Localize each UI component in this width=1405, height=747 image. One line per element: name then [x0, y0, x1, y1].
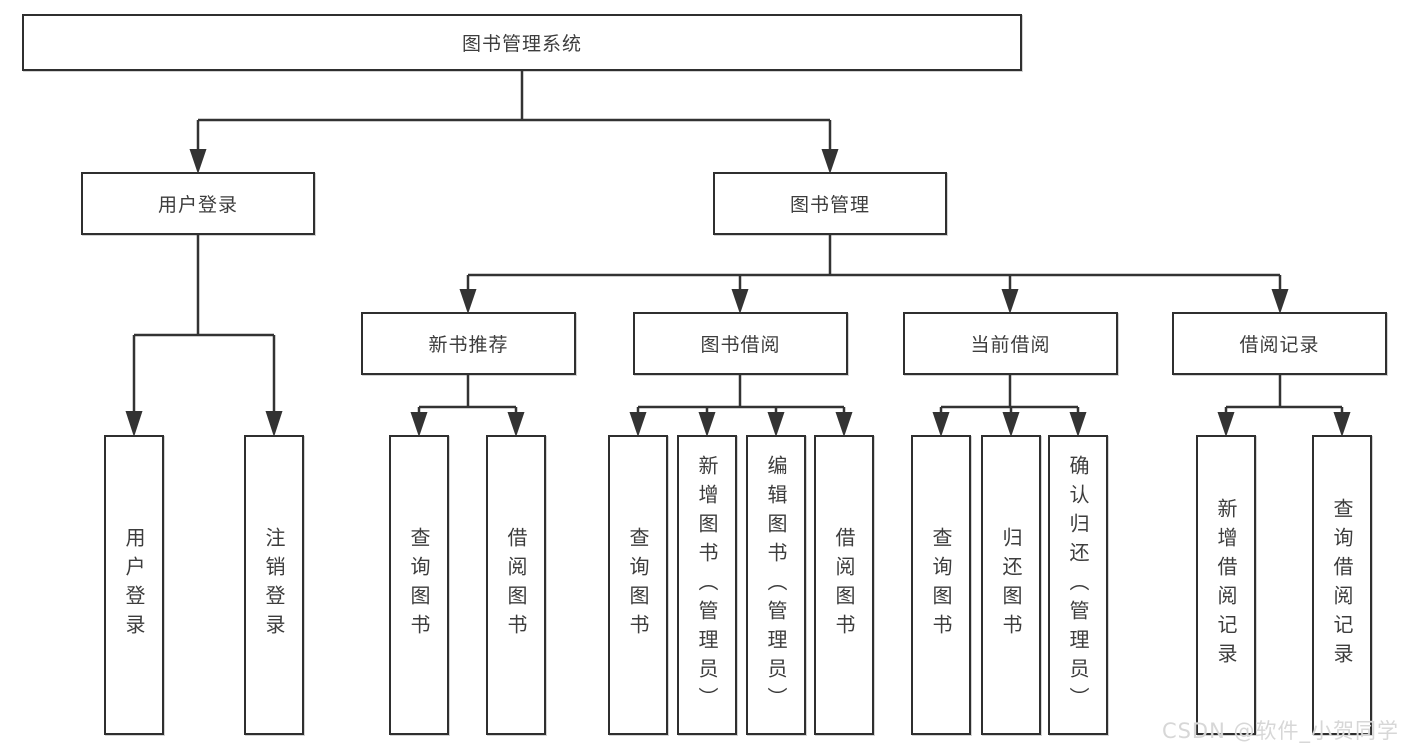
- node-add-book-admin: 新增图书（管理员）: [677, 435, 737, 735]
- arrow-down-icon: [731, 289, 749, 314]
- node-user-login-branch: 用户登录: [81, 172, 315, 235]
- arrow-down-icon: [698, 412, 716, 437]
- arrow-down-icon: [1001, 289, 1019, 314]
- arrow-down-icon: [932, 412, 950, 437]
- arrow-down-icon: [1217, 412, 1235, 437]
- node-label: 查询图书: [407, 527, 431, 643]
- node-label: 图书管理系统: [461, 33, 582, 55]
- arrow-down-icon: [410, 412, 428, 437]
- arrow-down-icon: [1069, 412, 1087, 437]
- connector-new-book-subtree: [410, 375, 525, 437]
- arrow-down-icon: [1002, 412, 1020, 437]
- arrow-down-icon: [189, 149, 207, 174]
- arrow-down-icon: [459, 289, 477, 314]
- node-user-login: 用户登录: [104, 435, 164, 735]
- arrow-down-icon: [265, 411, 283, 437]
- arrow-down-icon: [507, 412, 525, 437]
- node-label: 新书推荐: [428, 334, 509, 356]
- node-new-book-recommendation: 新书推荐: [361, 312, 576, 375]
- connector-current-borrowing-subtree: [932, 375, 1087, 437]
- connector-root-to-branches: [189, 71, 839, 174]
- node-label: 新增图书（管理员）: [695, 454, 719, 716]
- node-label: 新增借阅记录: [1214, 498, 1238, 672]
- connector-book-borrowing-subtree: [629, 375, 853, 437]
- node-query-books-borrowing: 查询图书: [608, 435, 668, 735]
- node-label: 借阅图书: [504, 527, 528, 643]
- node-library-management-system: 图书管理系统: [22, 14, 1022, 71]
- arrow-down-icon: [767, 412, 785, 437]
- connector-book-management-to-sections: [459, 235, 1289, 314]
- node-label: 用户登录: [157, 194, 238, 216]
- node-confirm-return-admin: 确认归还（管理员）: [1048, 435, 1108, 735]
- node-add-borrow-record: 新增借阅记录: [1196, 435, 1256, 735]
- node-label: 归还图书: [999, 527, 1023, 643]
- node-label: 借阅记录: [1239, 334, 1320, 356]
- node-borrowing-records: 借阅记录: [1172, 312, 1387, 375]
- arrow-down-icon: [821, 149, 839, 174]
- node-return-books: 归还图书: [981, 435, 1041, 735]
- node-logout: 注销登录: [244, 435, 304, 735]
- node-borrow-books-borrowing: 借阅图书: [814, 435, 874, 735]
- node-label: 查询图书: [626, 527, 650, 643]
- connector-borrowing-records-subtree: [1217, 375, 1351, 437]
- connector-user-login-subtree: [125, 235, 283, 437]
- node-label: 图书管理: [789, 194, 870, 216]
- arrow-down-icon: [835, 412, 853, 437]
- node-label: 确认归还（管理员）: [1066, 454, 1090, 716]
- node-book-management-branch: 图书管理: [713, 172, 947, 235]
- node-label: 当前借阅: [970, 334, 1051, 356]
- node-label: 图书借阅: [700, 334, 781, 356]
- arrow-down-icon: [1333, 412, 1351, 437]
- node-borrow-books-recommend: 借阅图书: [486, 435, 546, 735]
- node-query-borrow-record: 查询借阅记录: [1312, 435, 1372, 735]
- node-label: 编辑图书（管理员）: [764, 454, 788, 716]
- node-label: 注销登录: [262, 527, 286, 643]
- node-label: 借阅图书: [832, 527, 856, 643]
- node-query-books-current: 查询图书: [911, 435, 971, 735]
- node-label: 查询借阅记录: [1330, 498, 1354, 672]
- node-edit-book-admin: 编辑图书（管理员）: [746, 435, 806, 735]
- arrow-down-icon: [125, 411, 143, 437]
- node-query-books-recommend: 查询图书: [389, 435, 449, 735]
- node-label: 查询图书: [929, 527, 953, 643]
- csdn-watermark: CSDN @软件_小贺同学: [1161, 719, 1399, 743]
- node-current-borrowing: 当前借阅: [903, 312, 1118, 375]
- arrow-down-icon: [1271, 289, 1289, 314]
- node-label: 用户登录: [122, 527, 146, 643]
- node-book-borrowing: 图书借阅: [633, 312, 848, 375]
- arrow-down-icon: [629, 412, 647, 437]
